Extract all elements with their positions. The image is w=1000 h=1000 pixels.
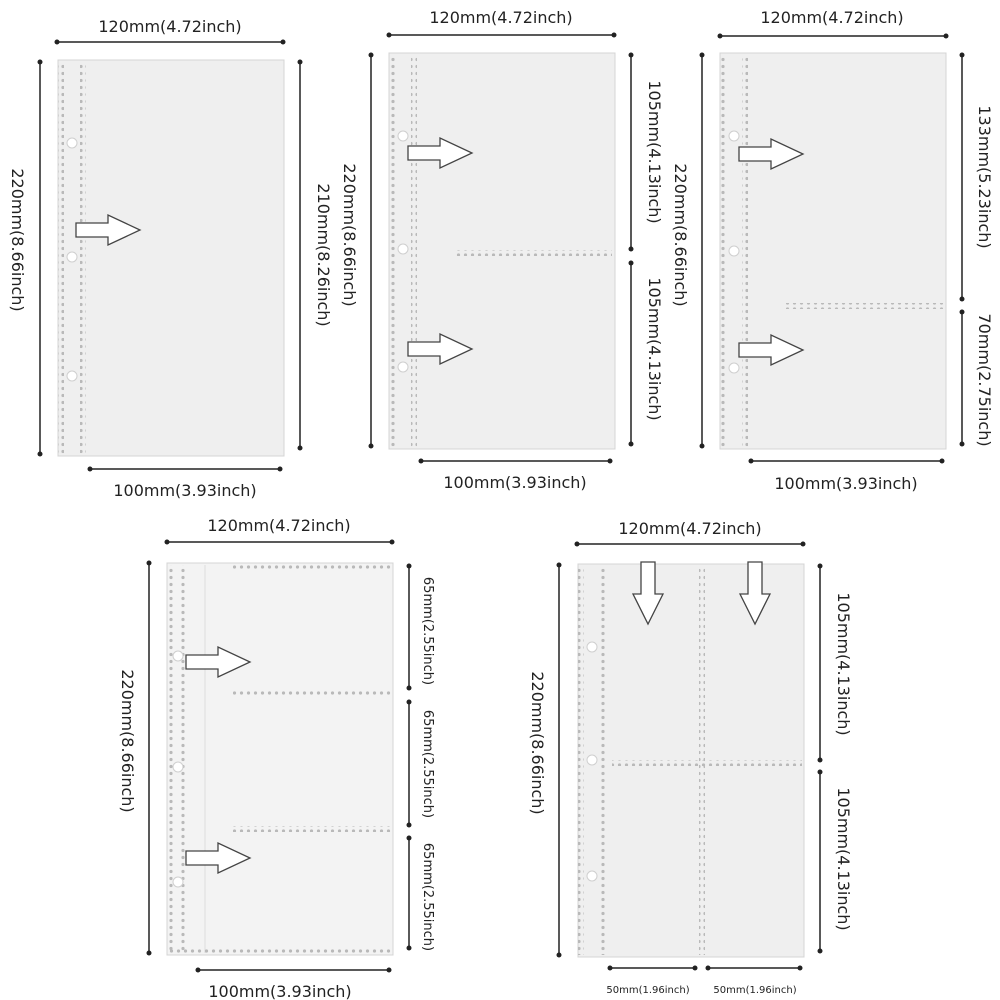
- insert-arrow-icon: [738, 137, 805, 171]
- ring-hole: [586, 754, 598, 766]
- bottom-edge-dots: [167, 949, 391, 955]
- insert-arrow-icon: [185, 841, 252, 875]
- top-width-label: 120mm(4.72inch): [618, 519, 761, 538]
- panel-4: 120mm(4.72inch) 220mm(8.66inch) 65mm(2.5…: [118, 516, 435, 1000]
- right-upper-label: 105mm(4.13inch): [645, 80, 664, 223]
- right-height-label: 210mm(8.26inch): [314, 183, 333, 326]
- ring-hole: [397, 361, 409, 373]
- top-width-label: 120mm(4.72inch): [429, 8, 572, 27]
- top-width-label: 120mm(4.72inch): [207, 516, 350, 535]
- binder-strip-dots-outer: [58, 62, 64, 454]
- binder-strip-dots-outer: [167, 565, 173, 953]
- insert-arrow-icon: [407, 136, 474, 170]
- pocket-divider-dots: [233, 826, 391, 832]
- top-edge-dots: [233, 563, 391, 569]
- ring-hole: [728, 245, 740, 257]
- ring-hole: [586, 870, 598, 882]
- right-seg1-label: 65mm(2.55inch): [420, 577, 435, 685]
- panel-2: 120mm(4.72inch) 220mm(8.66inch) 105mm(4.…: [340, 8, 664, 492]
- ring-hole: [172, 650, 184, 662]
- ring-hole: [586, 641, 598, 653]
- ring-hole: [728, 362, 740, 374]
- bottom-right-label: 50mm(1.96inch): [713, 985, 796, 996]
- left-height-label: 220mm(8.66inch): [340, 163, 359, 306]
- pocket-divider-dots: [786, 303, 943, 309]
- panel-5: 120mm(4.72inch) 220mm(8.66inch) 105mm(4.…: [528, 519, 853, 996]
- pocket-divider-dots: [233, 691, 391, 697]
- right-seg2-label: 65mm(2.55inch): [420, 710, 435, 818]
- insert-arrow-down-icon: [631, 561, 665, 626]
- bottom-width-label: 100mm(3.93inch): [774, 474, 917, 493]
- left-height-label: 220mm(8.66inch): [671, 163, 690, 306]
- ring-hole: [66, 370, 78, 382]
- binder-strip-dots-inner: [181, 565, 187, 953]
- ring-hole: [66, 137, 78, 149]
- top-width-label: 120mm(4.72inch): [760, 8, 903, 27]
- left-height-label: 220mm(8.66inch): [118, 669, 137, 812]
- insert-arrow-icon: [75, 213, 142, 247]
- binder-strip-dots-inner: [742, 55, 748, 447]
- ring-hole: [397, 130, 409, 142]
- binder-strip-dots-outer: [578, 566, 584, 955]
- pocket-divider-dots: [456, 250, 612, 256]
- insert-arrow-icon: [185, 645, 252, 679]
- panel-1: 120mm(4.72inch) 220mm(8.66inch) 210mm(8.…: [8, 17, 333, 500]
- sleeve-sheet: [57, 59, 285, 457]
- right-lower-label: 70mm(2.75inch): [975, 313, 994, 446]
- insert-arrow-icon: [407, 332, 474, 366]
- left-height-label: 220mm(8.66inch): [8, 168, 27, 311]
- right-lower-label: 105mm(4.13inch): [645, 277, 664, 420]
- ring-hole: [172, 761, 184, 773]
- right-upper-label: 133mm(5.23inch): [975, 105, 994, 248]
- binder-strip-dots-inner: [600, 566, 606, 955]
- binder-strip-dots-outer: [720, 55, 726, 447]
- right-seg3-label: 65mm(2.55inch): [420, 843, 435, 951]
- ring-hole: [728, 130, 740, 142]
- bottom-width-label: 100mm(3.93inch): [113, 481, 256, 500]
- panel-3: 120mm(4.72inch) 220mm(8.66inch) 133mm(5.…: [671, 8, 994, 493]
- insert-arrow-icon: [738, 333, 805, 367]
- pocket-divider-dots: [612, 760, 802, 766]
- sleeve-sheet: [719, 52, 947, 450]
- left-height-label: 220mm(8.66inch): [528, 671, 547, 814]
- binder-strip-dots-inner: [80, 62, 86, 454]
- right-lower-label: 105mm(4.13inch): [834, 787, 853, 930]
- insert-arrow-down-icon: [738, 561, 772, 626]
- bottom-width-label: 100mm(3.93inch): [443, 473, 586, 492]
- ring-hole: [397, 243, 409, 255]
- top-width-label: 120mm(4.72inch): [98, 17, 241, 36]
- ring-hole: [172, 876, 184, 888]
- right-upper-label: 105mm(4.13inch): [834, 592, 853, 735]
- binder-strip-dots-outer: [389, 55, 395, 447]
- sleeve-sheet: [166, 562, 394, 956]
- bottom-left-label: 50mm(1.96inch): [606, 985, 689, 996]
- ring-hole: [66, 251, 78, 263]
- binder-strip-dots-inner: [411, 55, 417, 447]
- bottom-width-label: 100mm(3.93inch): [208, 982, 351, 1000]
